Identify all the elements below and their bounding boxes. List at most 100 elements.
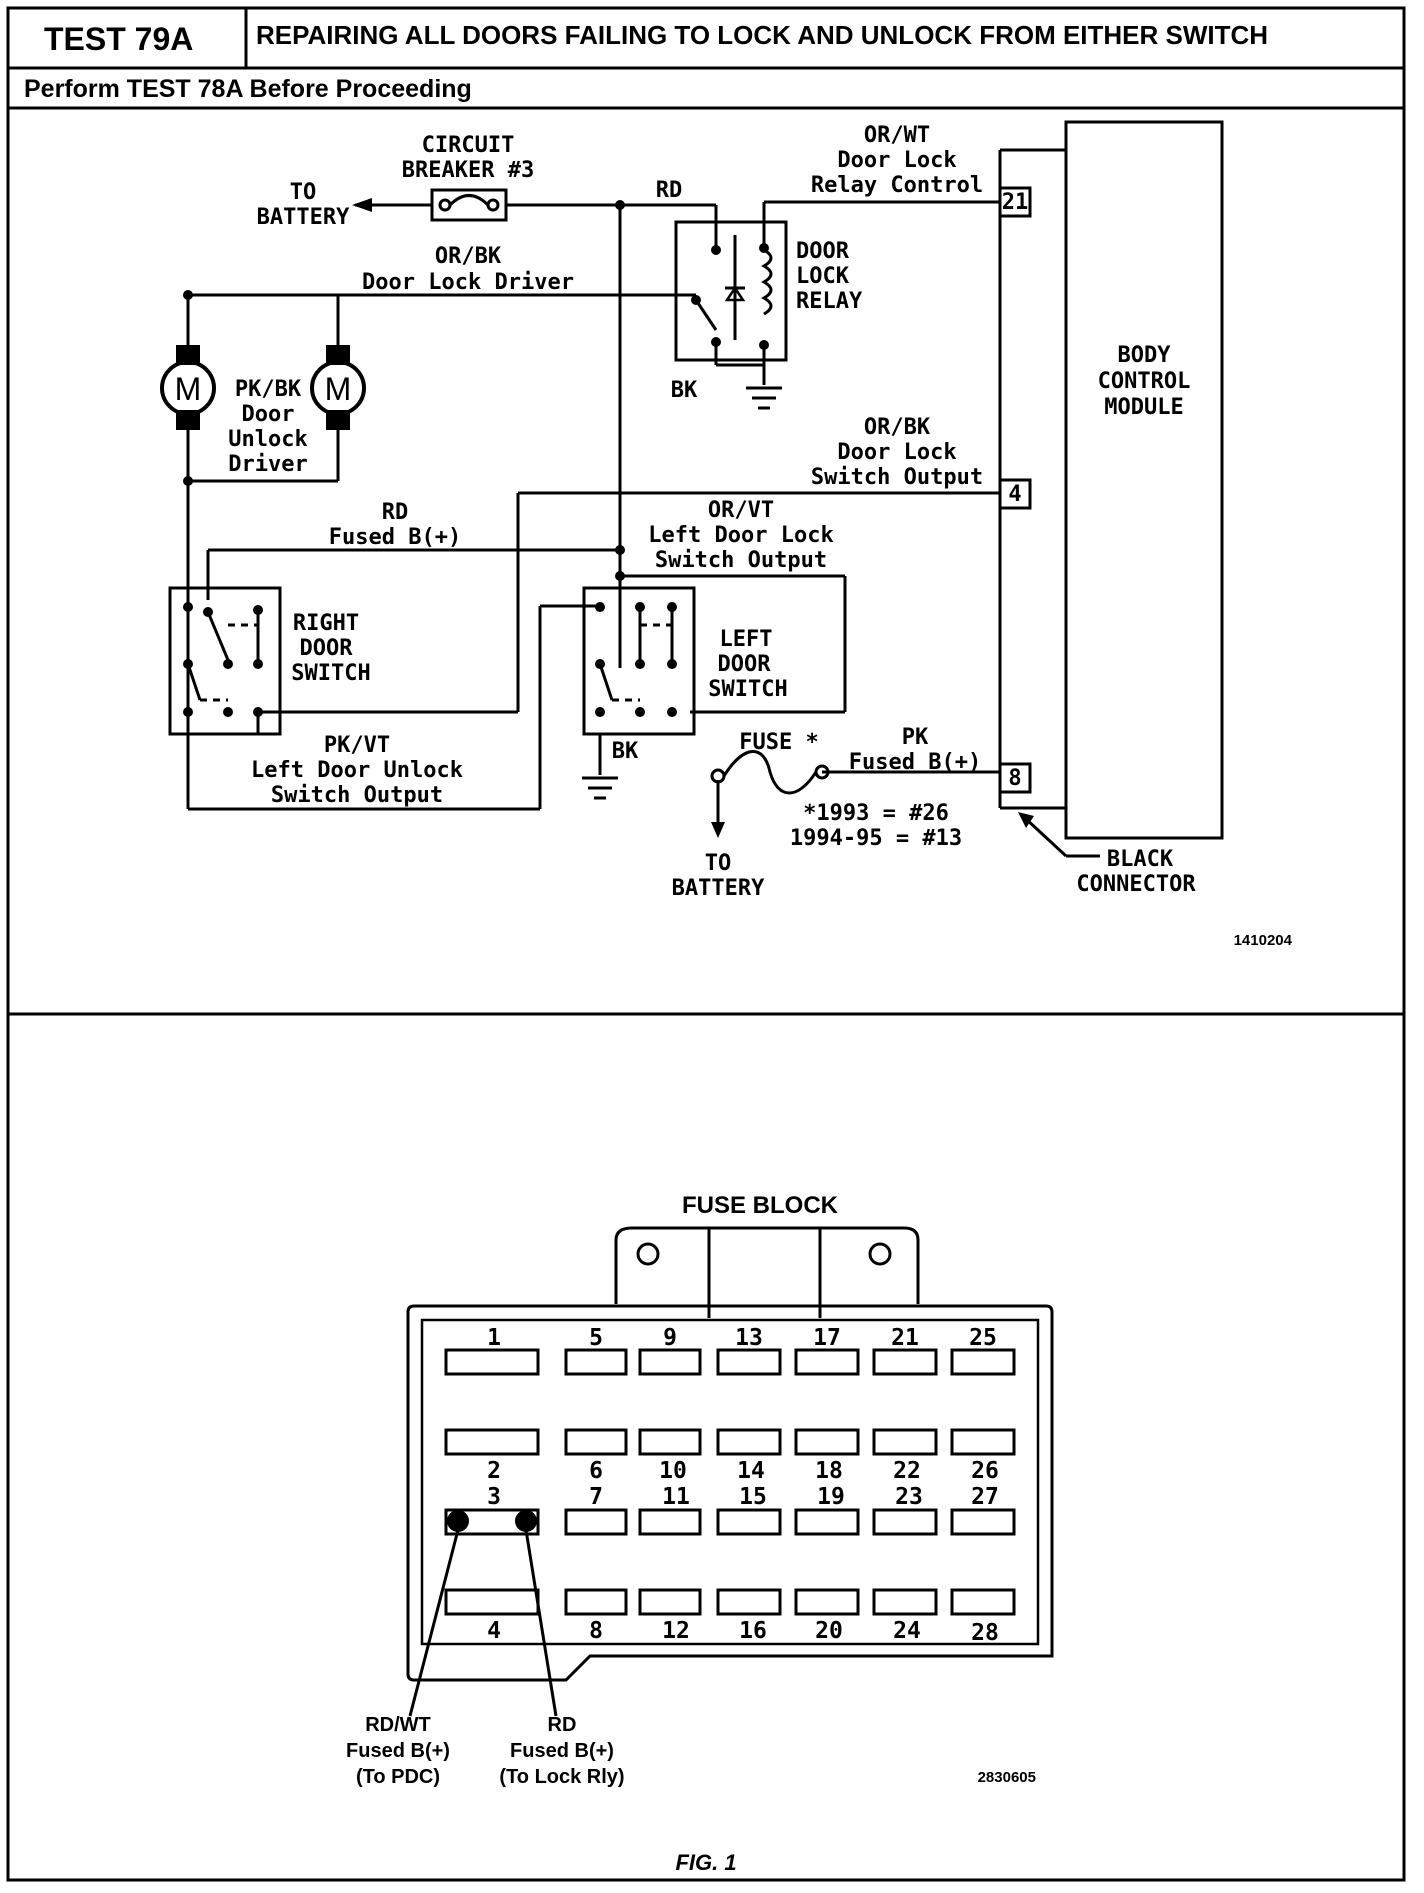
relay-control-2: Door Lock [837, 148, 956, 173]
callout-right-3: (To Lock Rly) [499, 1766, 624, 1788]
fuse-number: 18 [815, 1458, 843, 1484]
schematic-wires [186, 148, 1100, 858]
body-control-module: BODY CONTROL MODULE [1064, 120, 1224, 840]
fuse-number: 8 [589, 1618, 603, 1644]
fuse-year-1993: *1993 = #26 [803, 801, 949, 826]
bcm-label-line2: CONTROL [1098, 369, 1191, 394]
fuse-number: 25 [969, 1325, 997, 1351]
fuse-number: 3 [487, 1484, 501, 1510]
fuse-number: 2 [487, 1458, 501, 1484]
motor-left-symbol: M [175, 371, 202, 407]
right-switch-label-3: SWITCH [291, 661, 370, 686]
callout-left-2: Fused B(+) [346, 1740, 450, 1762]
fuse-block: FUSE BLOCK [346, 1192, 1054, 1788]
to-battery-top-2: BATTERY [257, 205, 350, 230]
ground-symbol-relay [746, 386, 782, 410]
fuse-number: 23 [895, 1484, 923, 1510]
fuse-number: 28 [971, 1620, 999, 1646]
pk-fused-1: PK [902, 725, 929, 750]
lock-driver-1: OR/BK [435, 244, 502, 269]
test-subtitle: Perform TEST 78A Before Proceeding [24, 75, 472, 103]
to-battery-bottom-2: BATTERY [672, 876, 765, 901]
figure-code-top: 1410204 [1234, 932, 1293, 949]
fuse-number: 9 [663, 1325, 677, 1351]
lock-switch-output-3: Switch Output [811, 465, 983, 490]
pin-21: 21 [1002, 190, 1029, 215]
circuit-breaker-label-1: CIRCUIT [422, 133, 515, 158]
fuse-number: 6 [589, 1458, 603, 1484]
circuit-breaker-label-2: BREAKER #3 [402, 158, 534, 183]
fuse-block-title: FUSE BLOCK [682, 1192, 839, 1219]
unlock-driver-2: Door [242, 402, 295, 427]
right-switch-label-2: DOOR [300, 636, 354, 661]
fuse-number: 26 [971, 1458, 999, 1484]
bcm-label-line1: BODY [1118, 343, 1172, 368]
unlock-driver-3: Unlock [228, 427, 307, 452]
schematic-labels: CIRCUIT BREAKER #3 TO BATTERY RD OR/WT D… [228, 123, 1292, 949]
junction-dots [183, 200, 625, 581]
left-lock-output-3: Switch Output [655, 548, 827, 573]
rd-fused-1: RD [382, 500, 409, 525]
left-switch-label-3: SWITCH [708, 677, 787, 702]
fuse-number: 24 [893, 1618, 921, 1644]
fuse-numbers-row2: 2 6 10 14 18 22 26 [487, 1458, 999, 1484]
lock-driver-2: Door Lock Driver [362, 270, 574, 295]
fuse-number: 19 [817, 1484, 845, 1510]
motor-left: M [160, 345, 216, 430]
bk-relay-label: BK [671, 378, 698, 403]
circuit-breaker-symbol [430, 188, 508, 222]
fuse-number: 10 [659, 1458, 687, 1484]
fuse-number: 7 [589, 1484, 603, 1510]
pin-4: 4 [1008, 482, 1021, 507]
fuse-number: 22 [893, 1458, 921, 1484]
fuse-number: 21 [891, 1325, 919, 1351]
motor-right: M [310, 345, 366, 430]
lock-switch-output-1: OR/BK [864, 415, 931, 440]
test-id: TEST 79A [44, 21, 193, 57]
figure-code-bottom: 2830605 [978, 1769, 1036, 1786]
left-switch-label-1: LEFT [720, 627, 773, 652]
right-switch-label-1: RIGHT [293, 611, 359, 636]
callout-right-2: Fused B(+) [510, 1740, 614, 1762]
pk-fused-2: Fused B(+) [849, 750, 981, 775]
unlock-driver-4: Driver [228, 452, 307, 477]
black-connector-2: CONNECTOR [1076, 872, 1196, 897]
test-title: REPAIRING ALL DOORS FAILING TO LOCK AND … [256, 20, 1268, 50]
bcm-label-line3: MODULE [1104, 395, 1183, 420]
fuse-number: 4 [487, 1618, 501, 1644]
figure-caption: FIG. 1 [675, 1850, 736, 1875]
fuse-numbers-row1: 1 5 9 13 17 21 25 [487, 1325, 997, 1351]
bk-left-label: BK [612, 739, 639, 764]
fuse-label: FUSE * [739, 730, 818, 755]
fuse-number: 16 [739, 1618, 767, 1644]
relay-control-3: Relay Control [811, 173, 983, 198]
relay-label-1: DOOR [796, 239, 850, 264]
test-point-markers [408, 1510, 558, 1717]
left-switch-label-2: DOOR [718, 652, 772, 677]
unlock-driver-1: PK/BK [235, 377, 302, 402]
left-unlock-output-3: Switch Output [271, 783, 443, 808]
rd-top-label: RD [656, 178, 683, 203]
rd-fused-2: Fused B(+) [329, 525, 461, 550]
left-door-switch-symbol [582, 586, 696, 736]
left-unlock-output-2: Left Door Unlock [251, 758, 463, 783]
fuse-number: 17 [813, 1325, 841, 1351]
fuse-year-1994-95: 1994-95 = #13 [790, 826, 962, 851]
black-connector-1: BLACK [1107, 847, 1174, 872]
fuse-symbol [710, 750, 830, 795]
fuse-number: 1 [487, 1325, 501, 1351]
fuse-number: 14 [737, 1458, 765, 1484]
left-lock-output-2: Left Door Lock [648, 523, 833, 548]
callout-right-1: RD [548, 1714, 577, 1736]
right-door-switch-symbol [168, 586, 282, 736]
fuse-number: 13 [735, 1325, 763, 1351]
bcm-pins: 21 4 8 [998, 186, 1032, 794]
left-lock-output-1: OR/VT [708, 498, 774, 523]
motor-right-symbol: M [325, 371, 352, 407]
lock-switch-output-2: Door Lock [837, 440, 956, 465]
to-battery-top-1: TO [290, 180, 317, 205]
fuse-number: 20 [815, 1618, 843, 1644]
fuse-number: 27 [971, 1484, 999, 1510]
